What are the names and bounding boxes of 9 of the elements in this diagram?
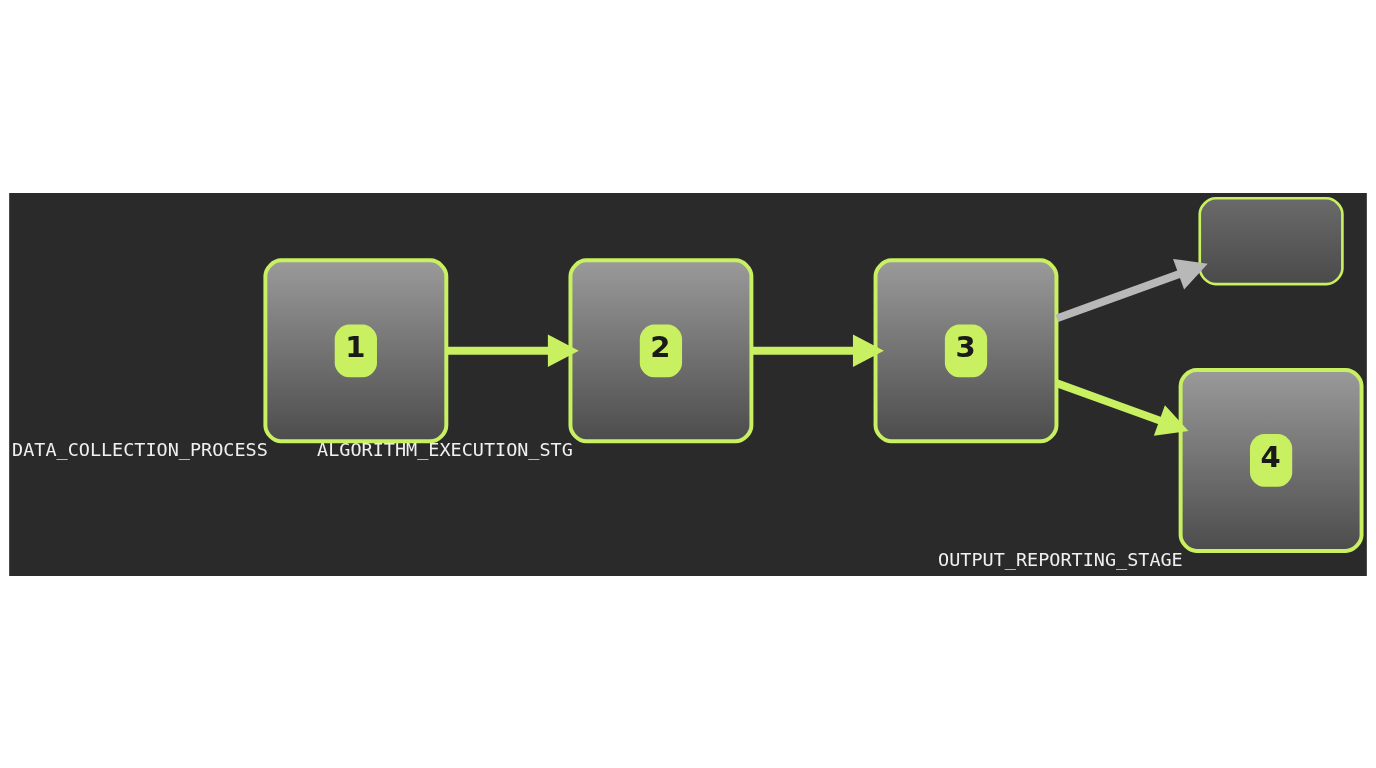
arrow [751, 334, 884, 367]
node-box: 4 [1178, 367, 1364, 553]
node-box: 2 [568, 257, 754, 443]
node-box: 3 [873, 257, 1059, 443]
arrow [1055, 258, 1208, 322]
arrow [1055, 379, 1189, 436]
node-box: 1 [263, 257, 449, 443]
arrow [446, 334, 579, 367]
node-picture [1198, 196, 1344, 285]
